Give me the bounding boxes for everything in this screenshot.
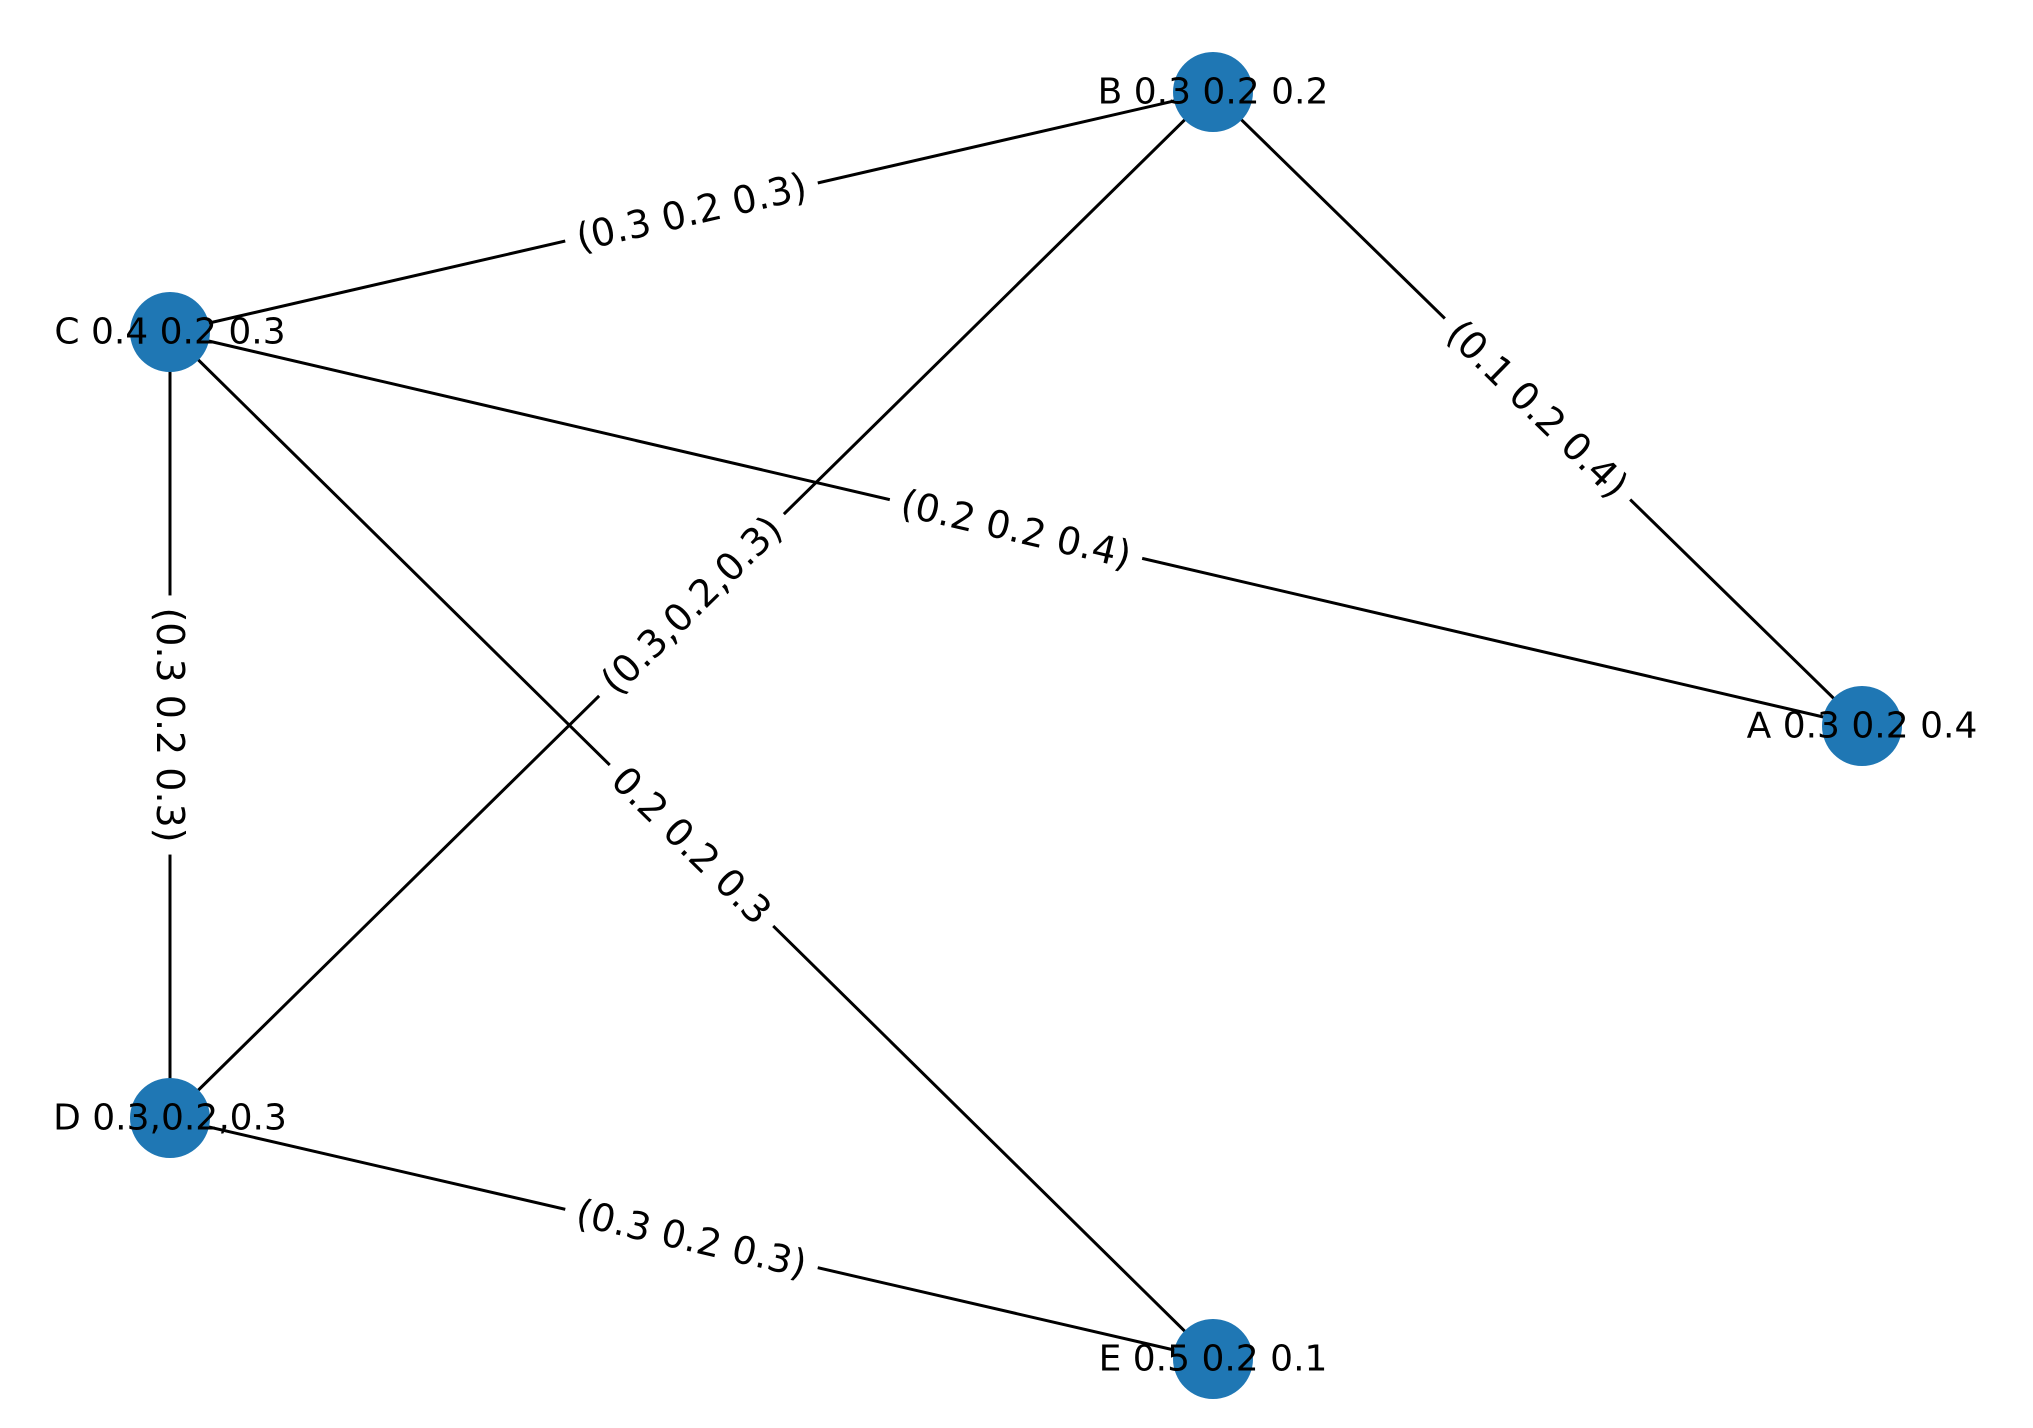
edge-label-group-d-e: (0.3 0.2 0.3) <box>558 1182 825 1295</box>
node-label-e: E 0.5 0.2 0.1 <box>1099 1339 1328 1380</box>
edges-layer <box>168 90 1864 1361</box>
node-d <box>130 1078 210 1158</box>
edge-label-c-e: 0.2 0.2 0.3 <box>603 758 780 934</box>
node-label-a: A 0.3 0.2 0.4 <box>1747 706 1978 747</box>
edge-label-group-b-a: (0.1 0.2 0.4) <box>1425 298 1650 520</box>
edge-label-group-d-b: (0.3,0.2,0.3) <box>579 494 804 716</box>
edge-label-background <box>590 745 793 946</box>
edge-label-background <box>579 494 804 716</box>
edge-label-group-c-a: (0.2 0.2 0.4) <box>883 472 1149 586</box>
edge-label-b-a: (0.1 0.2 0.4) <box>1438 311 1637 507</box>
edge-label-c-d: (0.3 0.2 0.3) <box>148 607 192 842</box>
edge-label-background <box>883 472 1149 586</box>
edge-label-background <box>1425 298 1650 520</box>
edge-label-c-a: (0.2 0.2 0.4) <box>897 481 1136 577</box>
node-label-b: B 0.3 0.2 0.2 <box>1098 72 1329 113</box>
edge-label-d-b: (0.3,0.2,0.3) <box>592 507 790 703</box>
edge-label-group-c-e: 0.2 0.2 0.3 <box>590 745 793 946</box>
nodes-layer <box>130 52 1902 1399</box>
node-labels-layer: A 0.3 0.2 0.4 B 0.3 0.2 0.2 C 0.4 0.2 0.3D… <box>53 72 1977 1380</box>
node-c <box>130 292 210 372</box>
edge-label-group-c-d: (0.3 0.2 0.3) <box>142 595 198 855</box>
node-b <box>1173 52 1253 132</box>
edge-labels-layer: (0.3 0.2 0.3) (0.1 0.2 0.4) (0.2 0.2 0.4) (… <box>142 155 1650 1295</box>
edge-label-d-e: (0.3 0.2 0.3) <box>572 1191 811 1287</box>
edge-label-background <box>558 155 825 269</box>
edge-label-group-c-b: (0.3 0.2 0.3) <box>558 155 825 269</box>
node-label-d: D 0.3,0.2,0.3 <box>53 1098 287 1139</box>
node-label-c: C 0.4 0.2 0.3 <box>54 312 285 353</box>
edge-label-background <box>558 1182 825 1295</box>
node-a <box>1822 686 1902 766</box>
edge-label-background <box>142 595 198 855</box>
node-e <box>1173 1319 1253 1399</box>
edge-label-c-b: (0.3 0.2 0.3) <box>572 164 811 260</box>
